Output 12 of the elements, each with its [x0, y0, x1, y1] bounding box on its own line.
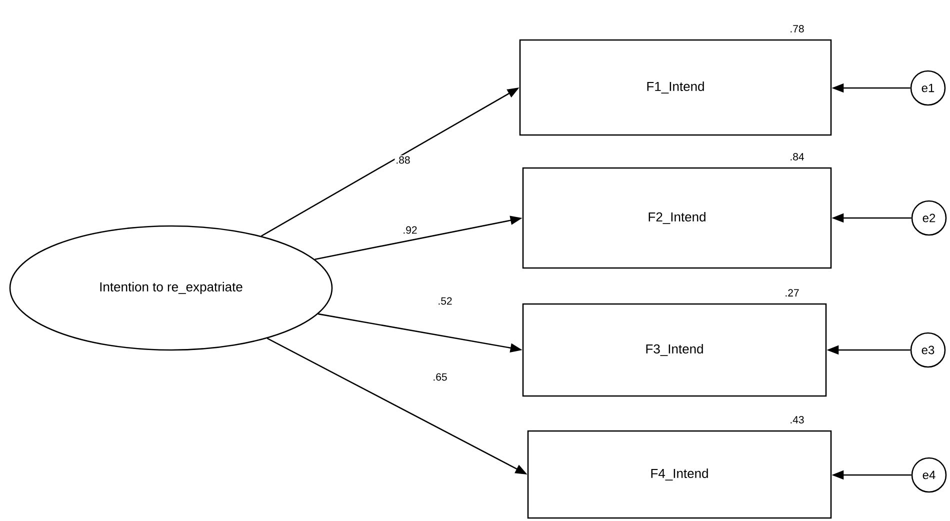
- coefficient-label: .43: [790, 416, 804, 424]
- coefficient-label: .78: [790, 25, 804, 32]
- observed-variable-box: F2_Intend: [522, 167, 832, 269]
- observed-variable-box: F1_Intend: [519, 39, 832, 136]
- coefficient-label: .27: [786, 289, 799, 296]
- edge-label: .52: [438, 297, 452, 305]
- observed-variable-box: F3_Intend: [522, 303, 827, 397]
- coefficient-label: .84: [790, 153, 804, 160]
- edge-label: .65: [434, 373, 447, 381]
- observed-variable-box: F4_Intend: [527, 430, 832, 519]
- edge-label: .92: [404, 226, 417, 234]
- edge-label: .88: [396, 156, 410, 164]
